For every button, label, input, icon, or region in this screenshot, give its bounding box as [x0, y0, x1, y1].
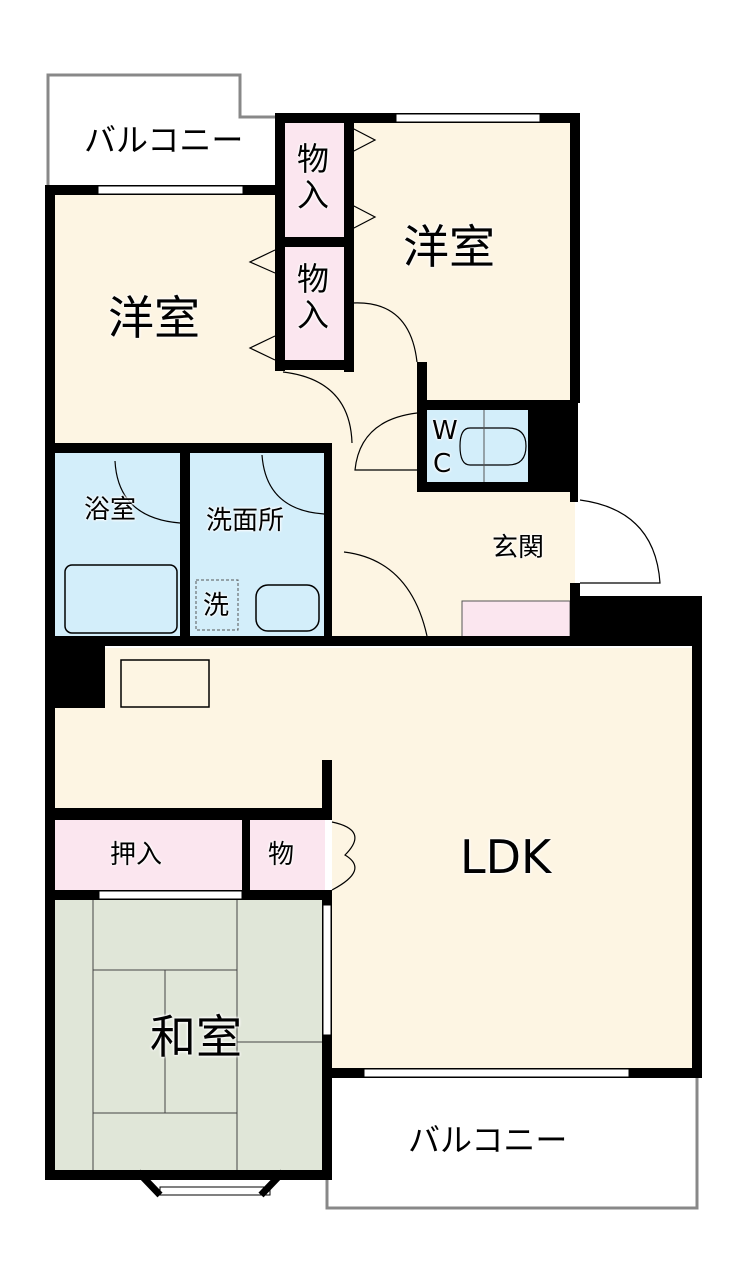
shoe-box — [461, 600, 571, 638]
japanese-room-fill — [55, 898, 325, 1170]
storage-1-label: 物入 — [292, 142, 330, 214]
western-room-left-label: 洋室 — [108, 291, 200, 345]
balcony-top-outline — [46, 73, 275, 185]
western-room-right-label: 洋室 — [403, 220, 495, 274]
storage-2-fill — [284, 247, 344, 360]
bathtub — [64, 564, 178, 634]
western-room-right-fill — [352, 122, 570, 404]
kitchen-sink — [120, 659, 210, 708]
storage-small-label: 物 — [268, 840, 295, 870]
storage-small-fill — [250, 820, 325, 890]
balcony-top-label: バルコニー — [84, 121, 244, 159]
entrance-label: 玄関 — [492, 533, 545, 563]
sink — [255, 584, 320, 632]
ldk-fill-2 — [332, 648, 692, 1068]
toilet — [459, 427, 527, 466]
tatami-lines — [92, 898, 325, 1170]
walls — [45, 113, 702, 1180]
ldk-label: LDK — [460, 830, 552, 884]
oshiire-fill — [55, 820, 242, 890]
windows — [97, 113, 630, 1196]
washer-label: 洗 — [203, 591, 230, 621]
bathroom-label: 浴室 — [84, 495, 137, 525]
wc-label-w: W — [432, 416, 458, 446]
storage-2-label: 物入 — [292, 262, 330, 334]
japanese-room-label: 和室 — [150, 1010, 242, 1064]
doors — [114, 127, 661, 891]
balcony-bottom-label: バルコニー — [408, 1121, 568, 1159]
wc-label-c: C — [433, 449, 452, 479]
western-room-left-fill — [55, 195, 277, 443]
storage-1-fill — [284, 122, 344, 237]
oshiire-label: 押入 — [110, 840, 163, 870]
washer-pan — [195, 579, 239, 631]
washroom-label: 洗面所 — [206, 506, 285, 536]
